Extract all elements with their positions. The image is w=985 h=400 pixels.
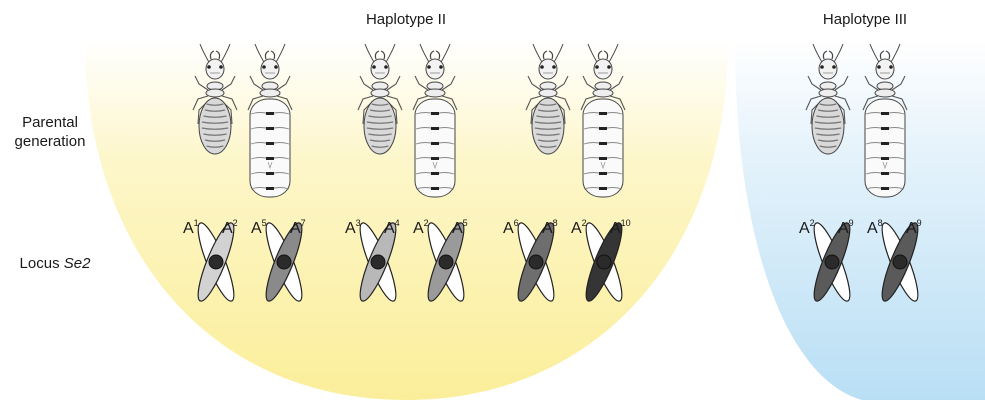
haplotype-ii-title: Haplotype II <box>366 11 446 28</box>
haplotype-iii-title: Haplotype III <box>823 11 907 28</box>
parental-generation-label-line1: Parental <box>22 114 78 131</box>
haplotype-ii-region <box>85 40 728 400</box>
centromere <box>371 255 385 269</box>
centromere <box>277 255 291 269</box>
parental-generation-label-line2: generation <box>15 133 86 150</box>
centromere <box>209 255 223 269</box>
centromere <box>529 255 543 269</box>
centromere <box>893 255 907 269</box>
centromere <box>439 255 453 269</box>
locus-name: Se2 <box>64 255 91 272</box>
centromere <box>597 255 611 269</box>
locus-label: Locus Se2 <box>20 255 92 272</box>
haplotype-iii-region <box>735 40 985 400</box>
locus-prefix: Locus <box>20 255 64 272</box>
centromere <box>825 255 839 269</box>
